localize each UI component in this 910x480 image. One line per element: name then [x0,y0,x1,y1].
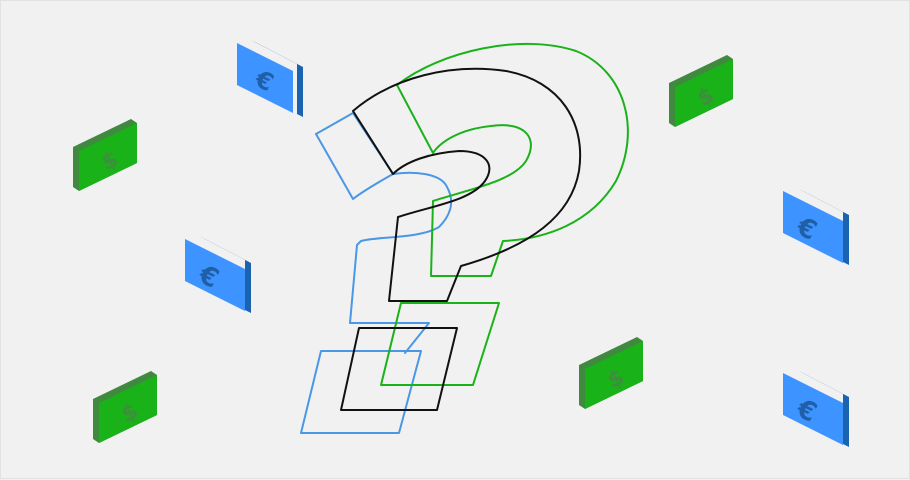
euro-bill-side [251,40,303,117]
dollar-banknote-icon: $ [73,119,137,191]
question-mark-blue-dot [300,350,422,434]
euro-banknote-icon: € [783,188,849,265]
dollar-bill-front [79,123,137,191]
dollar-bill-front [585,341,643,409]
question-mark-outline-blue [300,112,453,434]
euro-banknote-icon: € [185,236,251,313]
euro-bill-front [783,191,843,263]
euro-bill-front [783,373,843,445]
dollar-banknote-icon: $ [93,371,157,443]
question-mark-icon [300,42,629,434]
euro-bill-front [185,239,245,311]
dollar-bill-front [675,59,733,127]
question-mark-blue-hook [315,112,453,354]
question-mark-green-dot [380,302,500,386]
euro-banknote-icon: € [783,370,849,447]
euro-bill-side [797,188,849,265]
question-mark-green-hook [396,42,629,277]
question-mark-black-hook [352,67,582,302]
dollar-bill-front [99,375,157,443]
question-mark-black-dot [340,327,458,411]
euro-banknote-icon: € [237,40,303,117]
question-mark-outline-green [380,42,629,386]
euro-bill-front [237,43,293,113]
dollar-banknote-icon: $ [579,337,643,409]
question-mark-blue-hook-left [315,133,394,200]
dollar-banknote-icon: $ [669,55,733,127]
banknotes: € $ € $ [73,40,849,447]
question-mark-outline-black [340,67,582,411]
euro-bill-side [199,236,251,313]
euro-bill-side [797,370,849,447]
